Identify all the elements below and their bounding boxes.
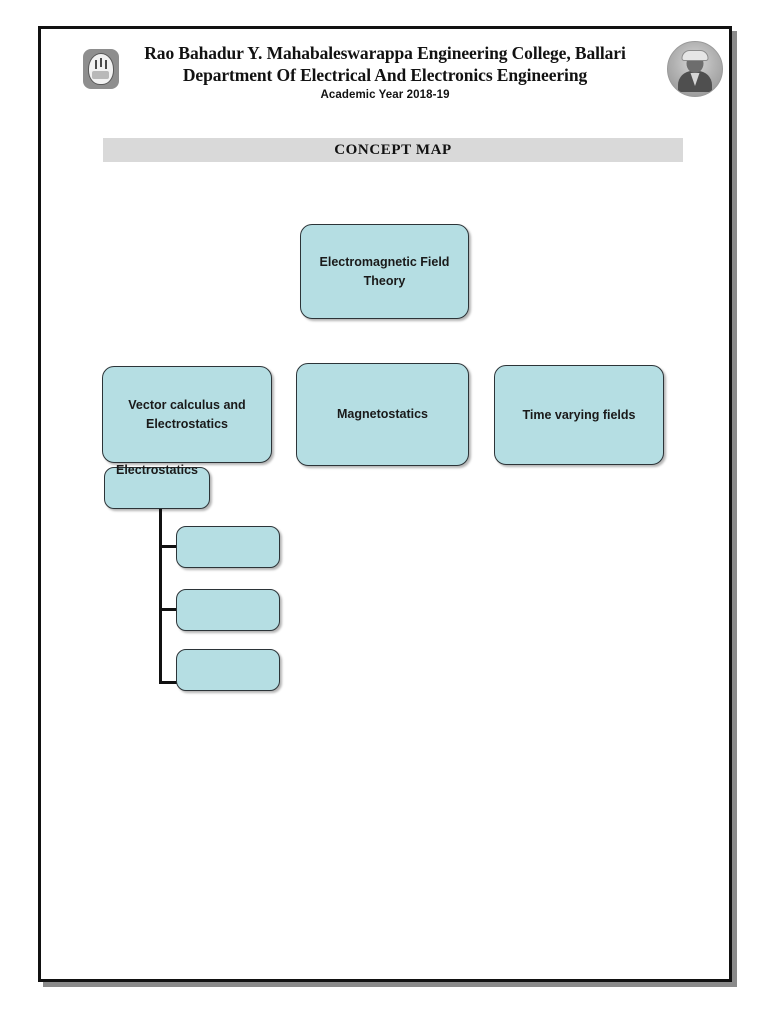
concept-map-banner: CONCEPT MAP (103, 138, 683, 162)
connector-stub-3 (159, 681, 178, 684)
founder-portrait-icon (667, 41, 723, 97)
header-title-block: Rao Bahadur Y. Mahabaleswarappa Engineer… (101, 43, 669, 101)
banner-title: CONCEPT MAP (334, 141, 452, 158)
node-electrostatics-child-3[interactable] (176, 649, 280, 691)
connector-stub-2 (159, 608, 178, 611)
portrait-turban-shape (681, 50, 709, 61)
connector-trunk-line (159, 509, 162, 684)
document-header: Rao Bahadur Y. Mahabaleswarappa Engineer… (41, 29, 729, 139)
department-name: Department Of Electrical And Electronics… (182, 65, 588, 85)
concept-map-diagram: Electromagnetic Field Theory Vector calc… (41, 29, 729, 979)
node-label: Electrostatics (116, 463, 198, 477)
portrait-collar-shape (690, 73, 700, 86)
crest-shape (88, 53, 114, 85)
node-label: Magnetostatics (337, 407, 428, 421)
node-electrostatics-child-1[interactable] (176, 526, 280, 568)
node-electrostatics[interactable]: Electrostatics (104, 463, 210, 509)
college-name: Rao Bahadur Y. Mahabaleswarappa Engineer… (144, 43, 626, 63)
node-label: Time varying fields (522, 407, 636, 422)
document-page: Rao Bahadur Y. Mahabaleswarappa Engineer… (38, 26, 732, 982)
node-magnetostatics[interactable]: Magnetostatics (296, 363, 469, 466)
node-time-varying-fields[interactable]: Time varying fields (494, 365, 664, 465)
node-label: Vector calculus and Electrostatics (128, 397, 246, 431)
node-electromagnetic-field-theory[interactable]: Electromagnetic Field Theory (300, 224, 469, 319)
node-label: Electromagnetic Field Theory (319, 254, 450, 288)
node-electrostatics-child-2[interactable] (176, 589, 280, 631)
node-vector-calculus-and-electrostatics[interactable]: Vector calculus and Electrostatics (102, 366, 272, 463)
connector-stub-1 (159, 545, 178, 548)
academic-year: Academic Year 2018-19 (320, 89, 450, 101)
college-crest-icon (83, 49, 119, 89)
